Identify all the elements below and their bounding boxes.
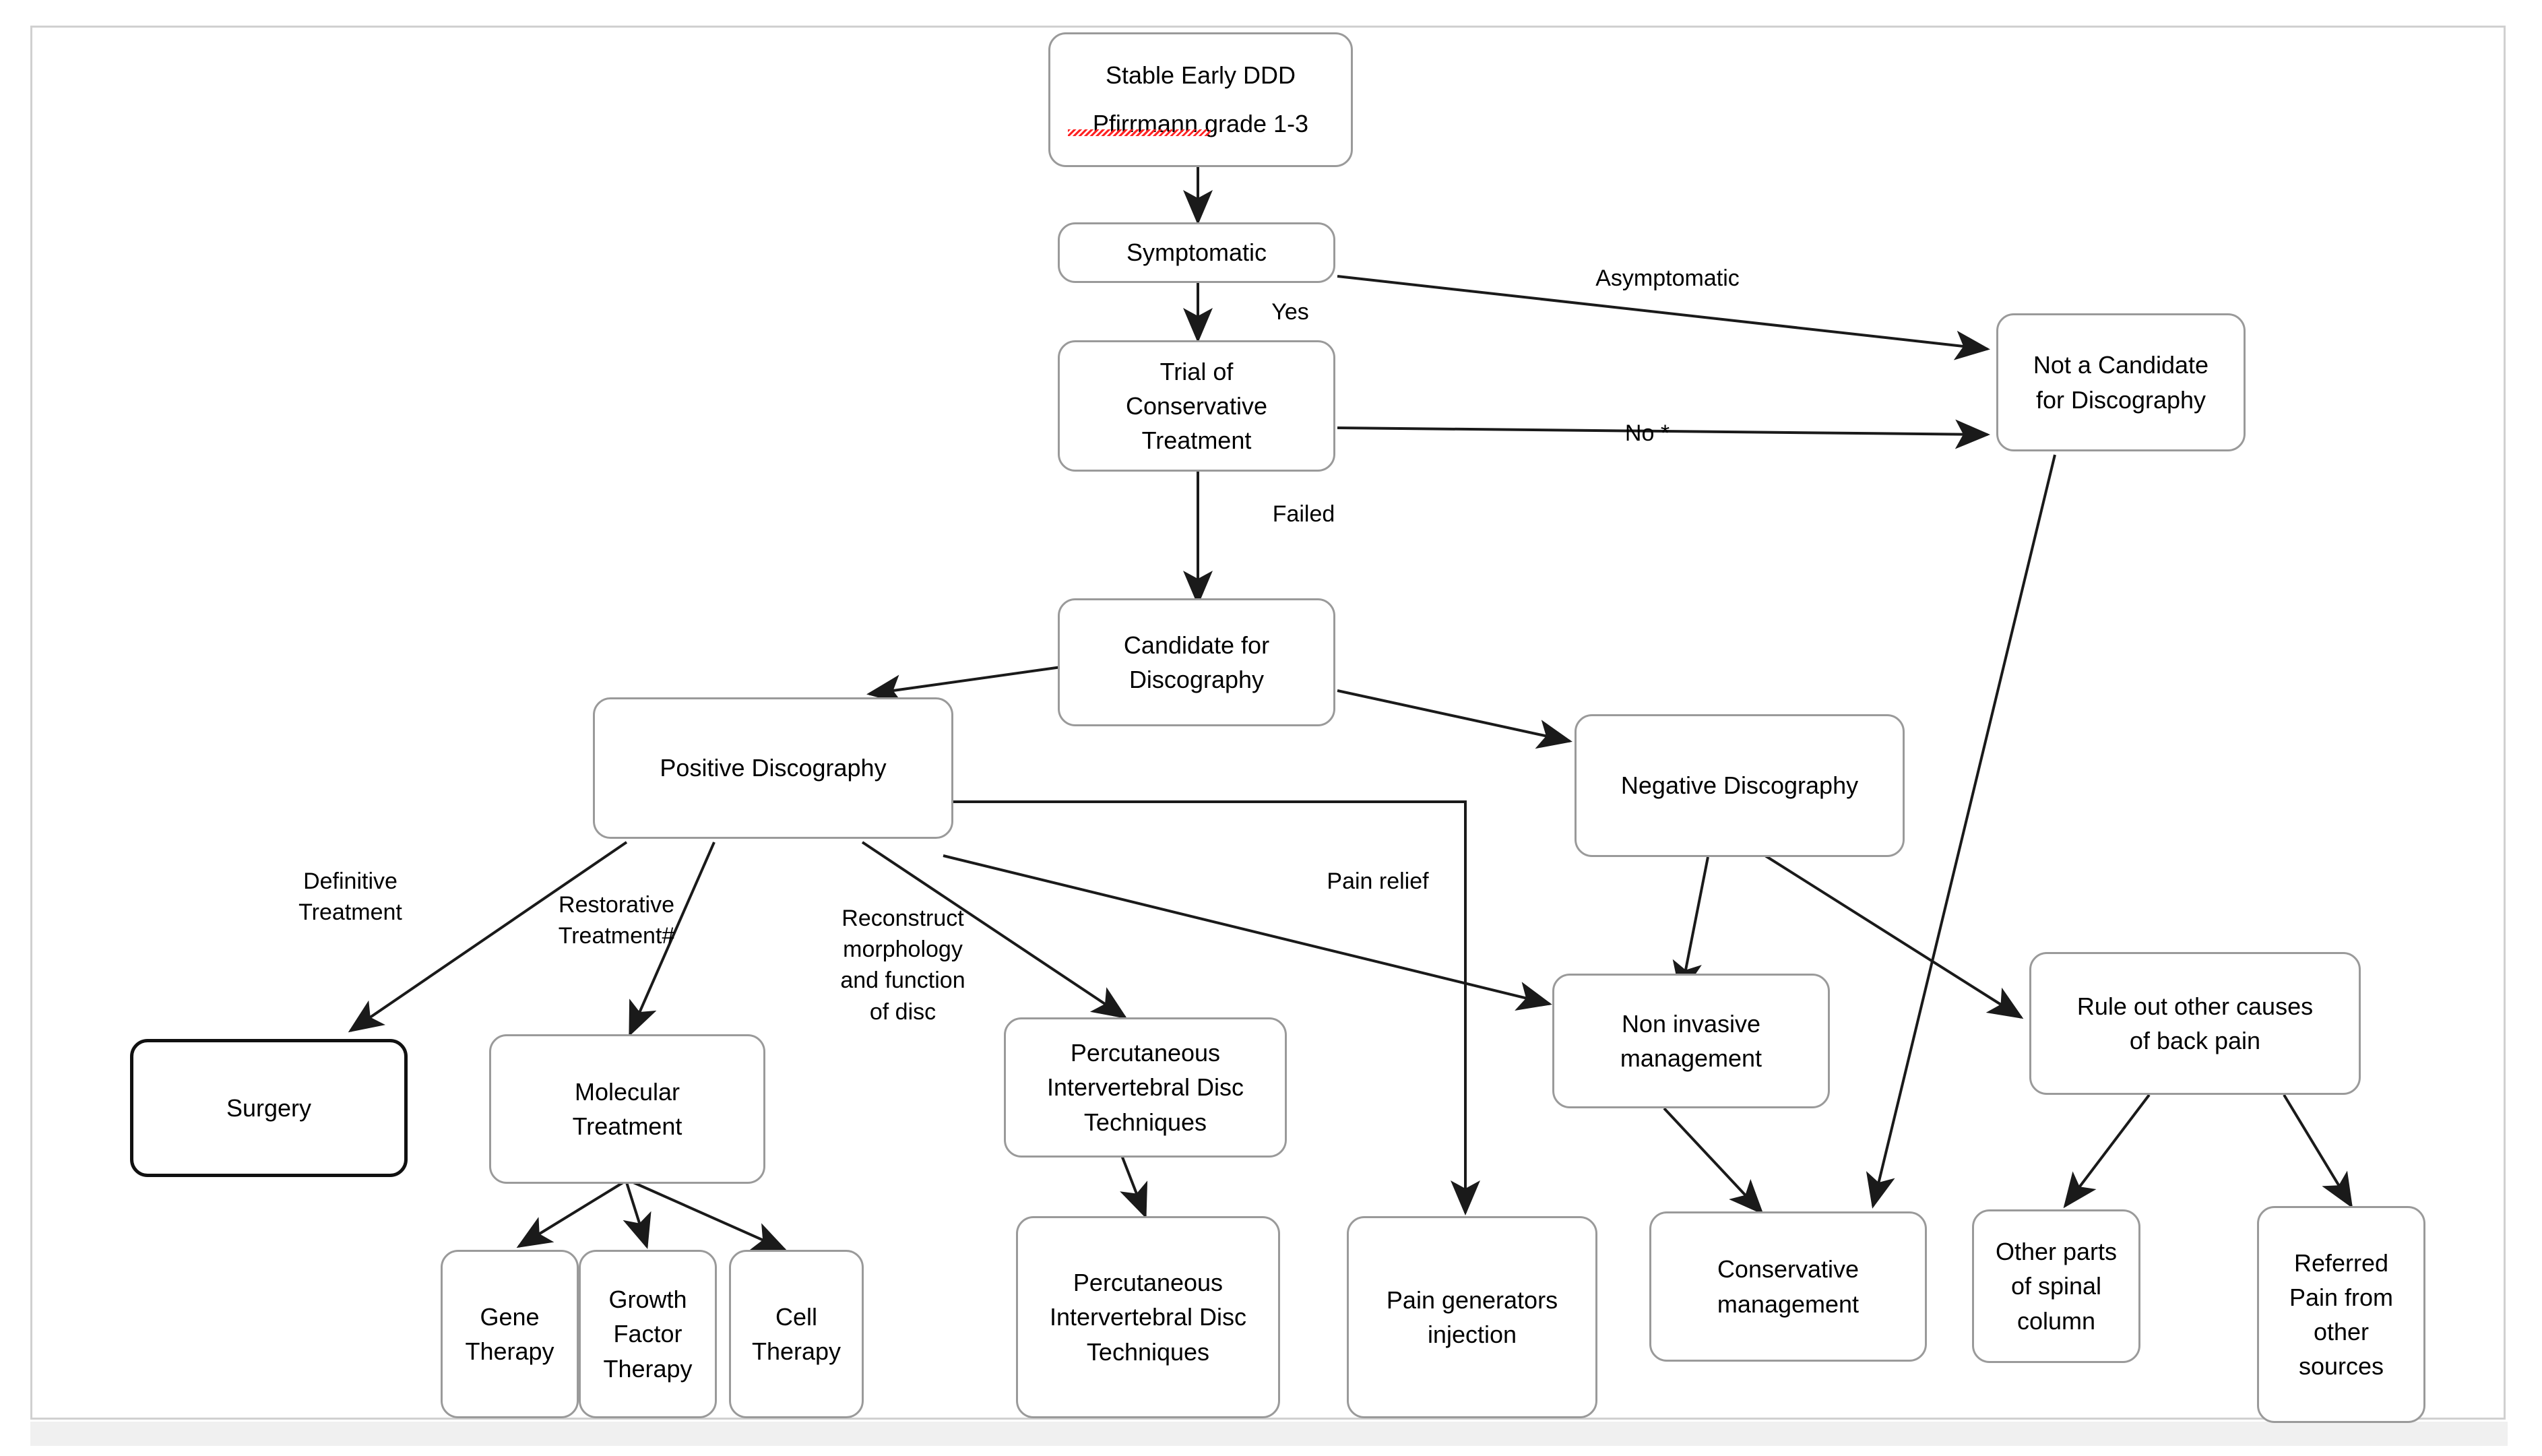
edge-label-failed: Failed bbox=[1272, 501, 1335, 527]
node-other-parts-of-spinal-column[interactable]: Other parts of spinal column bbox=[1972, 1209, 2140, 1363]
node-percutaneous-intervertebral-disc-techniques-bottom[interactable]: Percutaneous Intervertebral Disc Techniq… bbox=[1016, 1216, 1280, 1418]
node-positive-discography[interactable]: Positive Discography bbox=[593, 697, 953, 839]
edge-label-asymptomatic: Asymptomatic bbox=[1595, 265, 1740, 291]
spellcheck-underline-pfirrmann bbox=[1068, 129, 1211, 136]
edge-label-reconstruct-morphology: Reconstruct morphology and function of d… bbox=[840, 906, 965, 1025]
node-non-invasive-management[interactable]: Non invasive management bbox=[1552, 974, 1830, 1108]
node-trial-of-conservative-treatment[interactable]: Trial of Conservative Treatment bbox=[1058, 340, 1335, 472]
edge-label-definitive-treatment: Definitive Treatment bbox=[298, 868, 402, 926]
edge-label-restorative-treatment: Restorative Treatment# bbox=[558, 892, 675, 949]
node-cell-therapy[interactable]: Cell Therapy bbox=[729, 1250, 864, 1418]
node-conservative-management[interactable]: Conservative management bbox=[1649, 1211, 1927, 1362]
node-negative-discography[interactable]: Negative Discography bbox=[1575, 714, 1905, 857]
node-surgery[interactable]: Surgery bbox=[130, 1039, 408, 1177]
edge-label-pain-relief: Pain relief bbox=[1327, 868, 1429, 894]
node-rule-out-other-causes[interactable]: Rule out other causes of back pain bbox=[2029, 952, 2361, 1095]
node-symptomatic[interactable]: Symptomatic bbox=[1058, 222, 1335, 283]
node-pain-generators-injection[interactable]: Pain generators injection bbox=[1347, 1216, 1597, 1418]
node-referred-pain-other-sources[interactable]: Referred Pain from other sources bbox=[2257, 1206, 2425, 1423]
node-candidate-for-discography[interactable]: Candidate for Discography bbox=[1058, 598, 1335, 726]
node-gene-therapy[interactable]: Gene Therapy bbox=[441, 1250, 579, 1418]
edge-label-no-star: No * bbox=[1624, 420, 1670, 446]
edge-label-yes: Yes bbox=[1271, 299, 1309, 325]
node-molecular-treatment[interactable]: Molecular Treatment bbox=[489, 1034, 765, 1184]
node-percutaneous-intervertebral-disc-techniques-top[interactable]: Percutaneous Intervertebral Disc Techniq… bbox=[1004, 1017, 1287, 1158]
node-growth-factor-therapy[interactable]: Growth Factor Therapy bbox=[579, 1250, 717, 1418]
bottom-strip bbox=[30, 1422, 2508, 1446]
node-not-a-candidate-for-discography[interactable]: Not a Candidate for Discography bbox=[1996, 313, 2246, 451]
node-stable-early-ddd[interactable]: Stable Early DDD Pfirrmann grade 1-3 bbox=[1048, 32, 1353, 167]
